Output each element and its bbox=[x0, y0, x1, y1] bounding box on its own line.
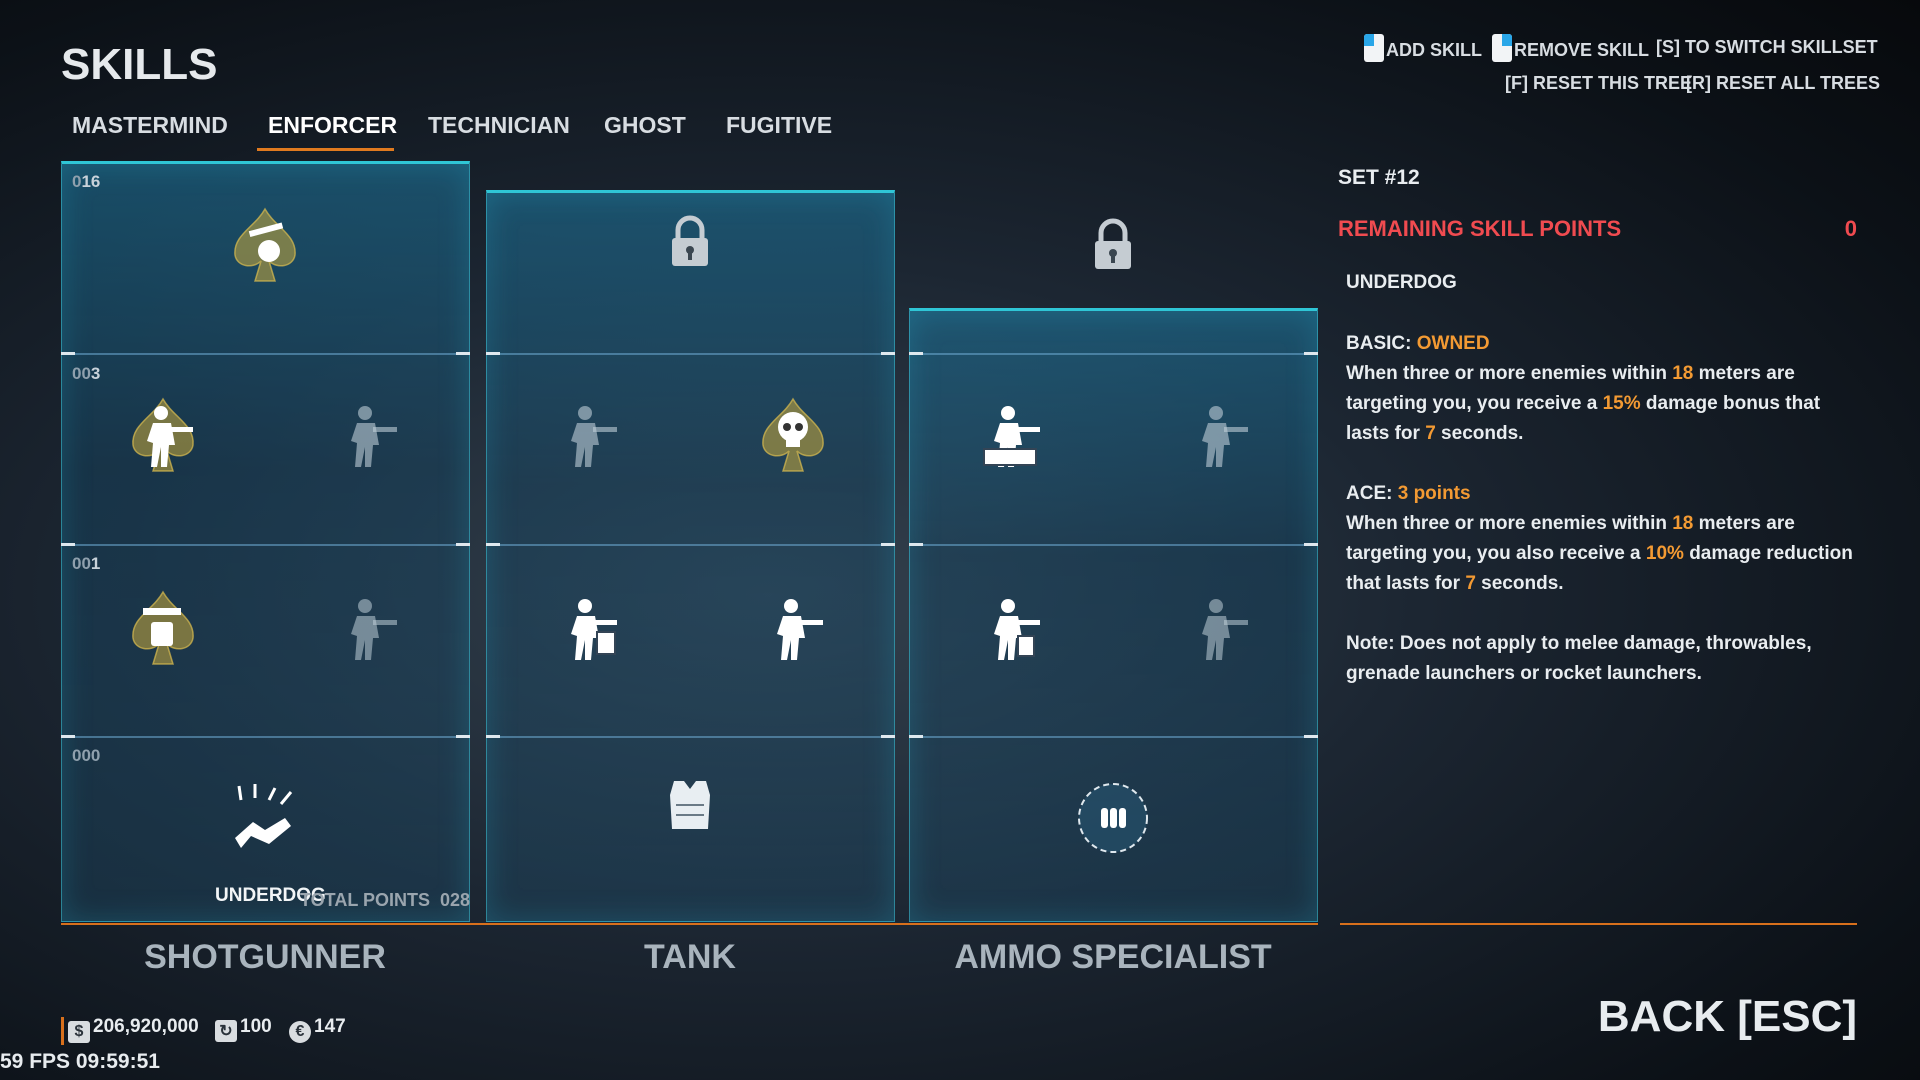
skill-shotgunner-tier3-a[interactable] bbox=[118, 390, 208, 480]
tier-divider bbox=[909, 735, 1318, 738]
skill-underdog[interactable] bbox=[220, 773, 310, 863]
total-points: TOTAL POINTS 028 bbox=[300, 890, 471, 910]
tab-enforcer[interactable]: ENFORCER bbox=[268, 112, 398, 138]
tier-divider bbox=[486, 735, 895, 738]
skill-tank-tier3-a[interactable] bbox=[542, 390, 632, 480]
skill-title: UNDERDOG bbox=[1346, 272, 1457, 293]
reload-gunner-icon bbox=[1178, 588, 1258, 668]
skill-ammo-tier2-a[interactable] bbox=[965, 583, 1055, 673]
body-armor-icon bbox=[670, 781, 710, 829]
reset-all-hint: [R] RESET ALL TREES bbox=[1686, 73, 1881, 93]
shotgunner-aim-icon bbox=[123, 395, 203, 475]
tier-divider bbox=[909, 352, 1318, 355]
skill-shotgunner-tier2-b[interactable] bbox=[322, 583, 412, 673]
tier-4-requirement: 016 bbox=[72, 172, 101, 191]
tab-fugitive[interactable]: FUGITIVE bbox=[726, 112, 833, 138]
underdog-icon bbox=[235, 784, 293, 848]
tab-mastermind[interactable]: MASTERMIND bbox=[72, 112, 228, 138]
tier-divider bbox=[61, 735, 470, 738]
selected-skill-label: UNDERDOG bbox=[215, 885, 326, 906]
tab-technician[interactable]: TECHNICIAN bbox=[428, 112, 570, 138]
currency-marker bbox=[61, 1017, 64, 1045]
skill-ammo-tier3-b[interactable] bbox=[1173, 390, 1263, 480]
ammo-circle-icon bbox=[1078, 783, 1148, 853]
back-button[interactable]: BACK [ESC] bbox=[1597, 992, 1857, 1041]
ammo-tier4-locked[interactable] bbox=[1088, 215, 1138, 275]
fps-counter: 59 FPS 09:59:51 bbox=[0, 1050, 160, 1073]
ammo-bag-icon bbox=[983, 395, 1050, 475]
skill-tank-tier1[interactable] bbox=[645, 760, 735, 850]
gunner-icon bbox=[327, 588, 407, 668]
tank-tier4-locked[interactable] bbox=[665, 212, 715, 272]
mouse-right-icon bbox=[1492, 34, 1512, 62]
switch-skillset-hint: [S] TO SWITCH SKILLSET bbox=[1656, 37, 1878, 57]
remaining-points-value: 0 bbox=[1844, 216, 1857, 241]
basic-description: BASIC: OWNED When three or more enemies … bbox=[1346, 333, 1821, 444]
reset-tree-hint: [F] RESET THIS TREE bbox=[1505, 73, 1693, 93]
add-skill-label: ADD SKILL bbox=[1386, 40, 1482, 60]
tier-1-requirement: 000 bbox=[72, 746, 101, 765]
kneeling-gunner-icon bbox=[1178, 395, 1258, 475]
tier-2-requirement: 001 bbox=[72, 554, 101, 573]
skillset-label: SET #12 bbox=[1338, 166, 1420, 189]
lock-icon bbox=[1088, 215, 1138, 275]
ammo-carrier-icon bbox=[970, 588, 1050, 668]
tree-panel-ammo-specialist bbox=[909, 308, 1318, 922]
active-tab-underline bbox=[257, 148, 394, 151]
money-display: $206,920,000 bbox=[68, 1016, 199, 1043]
tier-divider bbox=[61, 543, 470, 546]
remove-skill-label: REMOVE SKILL bbox=[1514, 40, 1650, 60]
shield-carrier-icon bbox=[547, 588, 627, 668]
skill-ammo-tier2-b[interactable] bbox=[1173, 583, 1263, 673]
tree-baseline bbox=[61, 923, 1318, 925]
tree-name-shotgunner[interactable]: SHOTGUNNER bbox=[144, 938, 386, 976]
tier-divider bbox=[61, 352, 470, 355]
level-display: ↻100 bbox=[215, 1016, 272, 1042]
remaining-points-label: REMAINING SKILL POINTS bbox=[1338, 216, 1622, 241]
add-skill-hint: ADD SKILL bbox=[1364, 34, 1482, 62]
skull-ace-icon bbox=[753, 395, 833, 475]
remove-skill-hint: REMOVE SKILL bbox=[1492, 34, 1649, 62]
tree-panel-shotgunner bbox=[61, 161, 470, 922]
tier-divider bbox=[909, 543, 1318, 546]
tier-3-requirement: 003 bbox=[72, 364, 101, 383]
tier-divider bbox=[486, 543, 895, 546]
brawler-icon bbox=[547, 395, 627, 475]
skill-ammo-tier1[interactable] bbox=[1068, 773, 1158, 863]
skill-shotgunner-tier3-b[interactable] bbox=[322, 390, 412, 480]
tab-ghost[interactable]: GHOST bbox=[604, 112, 686, 138]
melee-icon bbox=[753, 588, 833, 668]
shotgun-door-icon bbox=[123, 588, 203, 668]
skill-note: Note: Does not apply to melee damage, th… bbox=[1346, 633, 1812, 684]
mouse-left-icon bbox=[1364, 34, 1384, 62]
skill-shotgunner-tier2-a[interactable] bbox=[118, 583, 208, 673]
skill-tank-tier3-b[interactable] bbox=[748, 390, 838, 480]
ace-description: ACE: 3 points When three or more enemies… bbox=[1346, 483, 1853, 594]
lock-icon bbox=[665, 212, 715, 272]
skill-ammo-tier3-a[interactable] bbox=[965, 390, 1055, 480]
shotgun-ace-icon bbox=[225, 205, 305, 285]
coins-display: €147 bbox=[289, 1016, 346, 1043]
skill-tank-tier2-a[interactable] bbox=[542, 583, 632, 673]
skill-shotgunner-tier4[interactable] bbox=[220, 200, 310, 290]
money-icon: $ bbox=[68, 1021, 90, 1043]
infamy-icon: ↻ bbox=[215, 1020, 237, 1042]
coin-icon: € bbox=[289, 1021, 311, 1043]
running-gunner-icon bbox=[327, 395, 407, 475]
info-baseline bbox=[1340, 923, 1857, 925]
tier-divider bbox=[486, 352, 895, 355]
skill-tank-tier2-b[interactable] bbox=[748, 583, 838, 673]
tree-name-ammo-specialist[interactable]: AMMO SPECIALIST bbox=[954, 938, 1272, 976]
page-title: SKILLS bbox=[61, 40, 218, 89]
tree-name-tank[interactable]: TANK bbox=[644, 938, 736, 976]
